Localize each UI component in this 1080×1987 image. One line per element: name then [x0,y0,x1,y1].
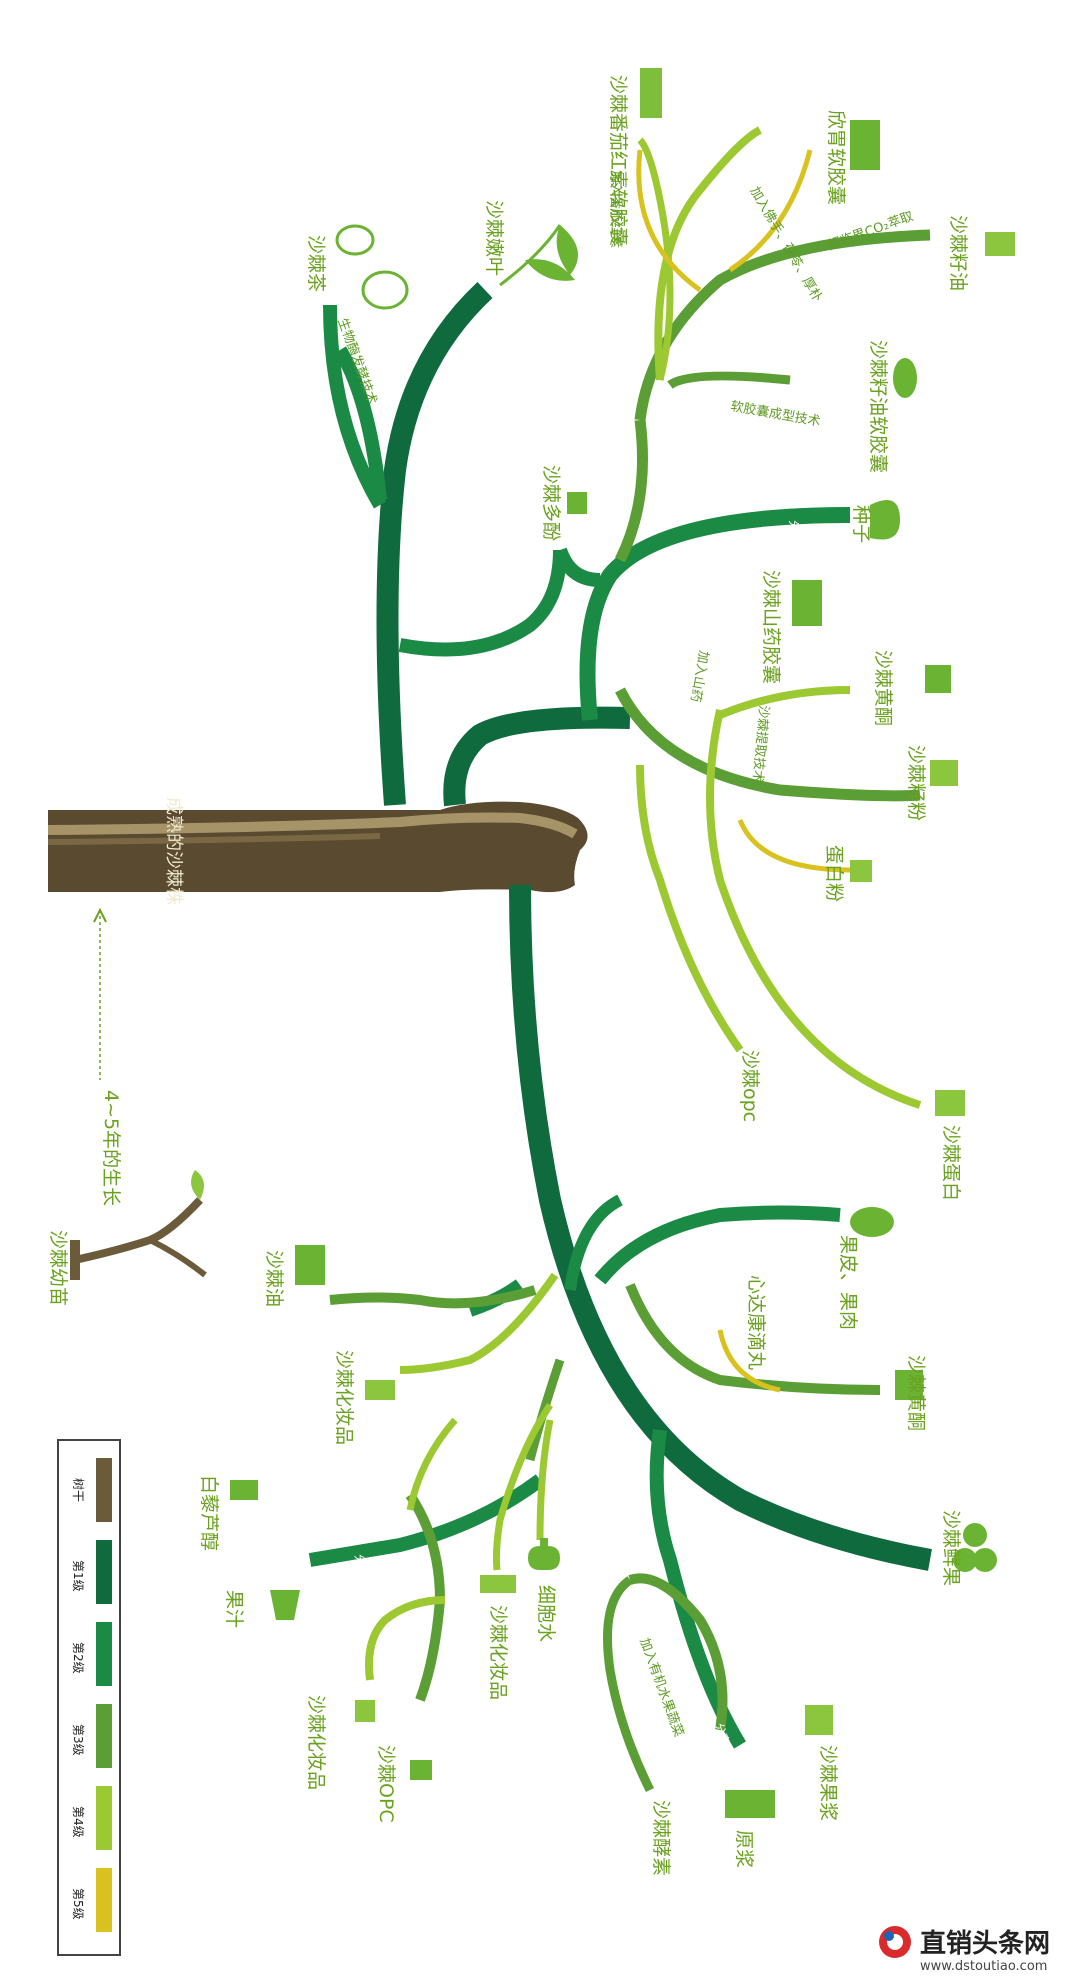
box-icon [850,120,880,170]
growth-label: 4~5年的生长 [100,1090,122,1206]
tech-organic: 加入有机水果蔬菜 [636,1636,686,1739]
trunk-label: 成熟的沙棘株 [163,797,184,905]
seedling-icon [70,1170,207,1280]
label-cosmetics-1: 沙棘化妆品 [333,1350,355,1445]
jar-icon [925,665,951,693]
capsule-icon [893,358,917,398]
legend-swatch [96,1622,112,1686]
growth-arrow: 4~5年的生长 [93,907,122,1206]
label-xinwei-capsule: 欣胃软胶囊 [825,110,847,205]
legend-swatch [96,1786,112,1850]
label-opc-upper: 沙棘OPC [375,1745,397,1823]
legend-label: 第4级 [71,1806,85,1838]
bottle-icon [365,1380,395,1400]
tube-icon [355,1700,375,1722]
label-xinda-pill: 心达康滴丸 [745,1275,767,1370]
bottle-icon [410,1760,432,1780]
label-puree: 沙棘果浆 [817,1745,839,1821]
label-seed-oil-capsule: 沙棘籽油软胶囊 [867,340,889,473]
bottle-icon [567,492,587,514]
legend-label: 第1级 [71,1560,85,1592]
label-seed: 种子 [850,505,872,543]
legend-label: 树干 [71,1478,86,1502]
berries-icon [953,1523,997,1572]
legend-label: 第3级 [71,1724,85,1756]
bottle-icon [985,232,1015,256]
jar-icon [930,760,958,786]
label-seed-powder: 沙棘籽粉 [905,745,927,821]
legend-swatch [96,1868,112,1932]
flask-icon [528,1538,560,1570]
label-raw-pulp: 原浆 [733,1830,755,1868]
seed-icon [870,500,900,540]
level3-branches [329,229,931,1793]
level4-branches [365,126,922,1681]
product-labels: 沙棘番茄红素软胶囊 欣胃软胶囊 沙棘籽油 沙棘籽油软胶囊 种子 沙棘山药胶囊 沙… [198,75,969,1876]
label-juice: 果汁 [223,1590,245,1628]
label-tomato-capsule: 沙棘番茄红素软胶囊 [607,75,629,246]
jar-icon [935,1090,965,1116]
arrow-up-icon [93,907,107,923]
label-protein: 沙棘蛋白 [940,1125,962,1201]
legend-label: 第5级 [71,1888,85,1920]
watermark-url: www.dstoutiao.com [920,1959,1047,1974]
tech-softgel: 软胶囊成型技术 [729,398,821,430]
box-icon [792,580,822,626]
label-cosmetics-2: 沙棘化妆品 [487,1605,509,1700]
label-sea-oil: 沙棘油 [263,1250,285,1307]
label-polyphenol: 沙棘多酚 [540,465,562,541]
label-leaf: 沙棘嫩叶 [483,200,505,276]
label-cosmetics-3: 沙棘化妆品 [305,1695,327,1790]
box-icon [295,1245,325,1285]
label-opc-lower: 沙棘opc [739,1050,761,1122]
bottle-icon [895,1370,923,1400]
label-cell-water: 细胞水 [535,1585,557,1642]
label-enzyme: 沙棘酵素 [650,1800,672,1876]
label-tea: 沙棘茶 [305,235,327,292]
bottle-icon [230,1480,258,1500]
label-seed-oil: 沙棘籽油 [947,215,969,291]
product-icons [230,68,1015,1818]
can-icon [850,860,872,882]
legend-swatch [96,1540,112,1604]
label-flavone-2: 沙棘黄酮 [905,1355,927,1431]
fruit-icon [850,1207,894,1237]
tech-add-tomato: 加入番茄红素 [608,170,624,248]
watermark-name: 直销头条网 [920,1929,1050,1959]
box-icon [725,1790,775,1818]
trunk: 成熟的沙棘株 [47,797,588,905]
level1-branches [376,281,932,1571]
label-resveratrol: 白藜芦醇 [198,1475,220,1551]
label-shanyao-capsule: 沙棘山药胶囊 [760,570,782,684]
tea-icon [335,224,409,310]
legend-label: 第2级 [71,1642,85,1674]
label-peel-flesh: 果皮、果肉 [837,1235,859,1330]
tech-extract: 沙棘提取技术 [749,705,772,784]
leaf-icon [499,224,578,287]
legend-swatch [96,1458,112,1522]
label-protein-powder: 蛋白粉 [823,845,845,902]
legend-swatch [96,1704,112,1768]
tech-add-yam: 加入山药 [687,649,711,703]
cup-icon [270,1590,300,1620]
box-icon [640,68,662,118]
label-fresh-fruit: 沙棘鲜果 [940,1510,962,1586]
label-flavone: 沙棘黄酮 [872,650,894,726]
carton-icon [805,1705,833,1735]
bottle-icon [480,1575,516,1593]
level5-branches [636,149,851,1393]
tech-separate-3: 分离 [352,1553,370,1577]
tech-separate-1: 分离 [787,520,801,542]
seedling-label: 沙棘幼苗 [47,1230,69,1306]
watermark: 直销头条网 www.dstoutiao.com [879,1926,1050,1974]
